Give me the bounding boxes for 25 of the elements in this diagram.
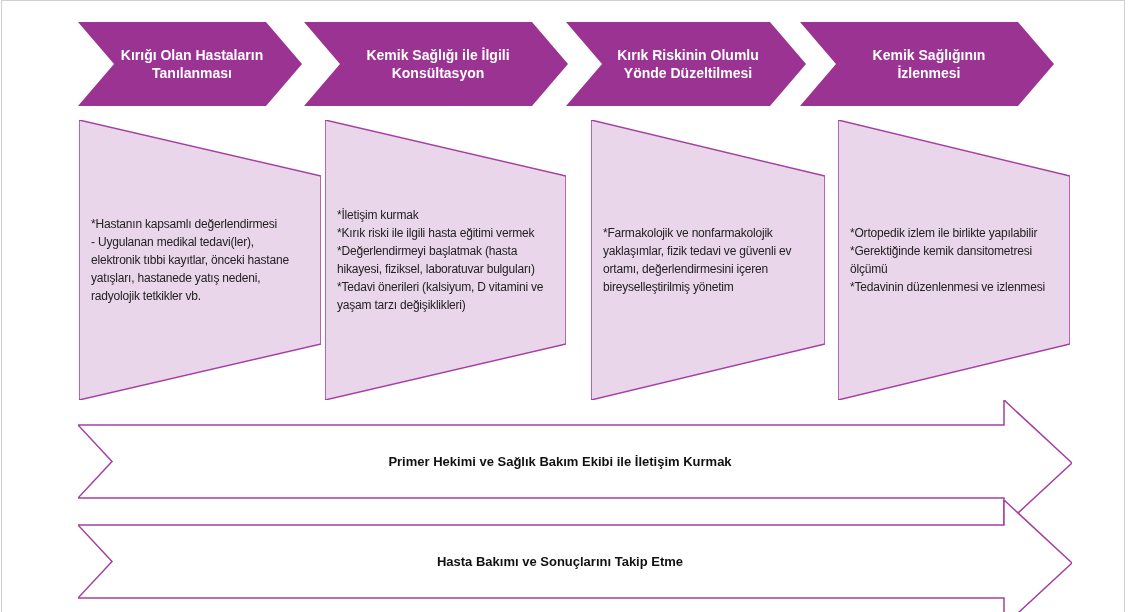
- detail-text: *Farmakolojik ve nonfarmakolojik yaklaşımlar, fizik tedavi ve güvenli ev ortamı, değerlendirmesini içeren bireyselleştirilmiş yönetim: [603, 225, 793, 296]
- step-title: Kemik Sağlığı ile İlgili Konsültasyon: [365, 46, 511, 82]
- step-title: Kırığı Olan Hastaların Tanılanması: [119, 46, 265, 82]
- step-title: Kırık Riskinin Olumlu Yönde Düzeltilmesi: [616, 46, 760, 82]
- detail-text: *Gerektiğinde kemik dansitometresi ölçümü: [850, 243, 1033, 278]
- detail-text: *Tedavi önerileri (kalsiyum, D vitamini ve yaşam tarzı değişiklikleri): [337, 279, 544, 314]
- step-detail-panel: [838, 120, 1070, 400]
- detail-text: *Tedavinin düzenlenmesi ve izlenmesi: [850, 279, 1046, 296]
- detail-text: *İletişim kurmak: [337, 207, 420, 224]
- chevron-step: [566, 22, 806, 106]
- chevron-step: [304, 22, 568, 106]
- detail-text: *Kırık riski ile ilgili hasta eğitimi vermek: [337, 225, 536, 242]
- process-arrow: [78, 500, 1072, 612]
- step-detail-panel: [591, 120, 825, 400]
- arrow-label: Primer Hekimi ve Sağlık Bakım Ekibi ile İletişim Kurmak: [387, 453, 733, 469]
- step-detail-panel: [325, 120, 566, 400]
- step-detail-panel: [79, 120, 321, 400]
- step-title: Kemik Sağlığının İzlenmesi: [871, 46, 987, 82]
- chevron-step: [800, 22, 1054, 106]
- detail-text: *Değerlendirmeyi başlatmak (hasta hikayesi, fiziksel, laboratuvar bulguları): [337, 243, 536, 278]
- chevron-step: [78, 22, 302, 106]
- detail-text: *Ortopedik izlem ile birlikte yapılabilir: [850, 225, 1039, 242]
- detail-text: - Uygulanan medikal tedavi(ler), elektronik tıbbi kayıtlar, önceki hastane yatışları, hastanede yatış nedeni, radyolojik tetkikler vb.: [91, 234, 290, 305]
- arrow-label: Hasta Bakımı ve Sonuçlarını Takip Etme: [435, 553, 685, 569]
- detail-text: *Hastanın kapsamlı değerlendirmesi: [91, 216, 278, 233]
